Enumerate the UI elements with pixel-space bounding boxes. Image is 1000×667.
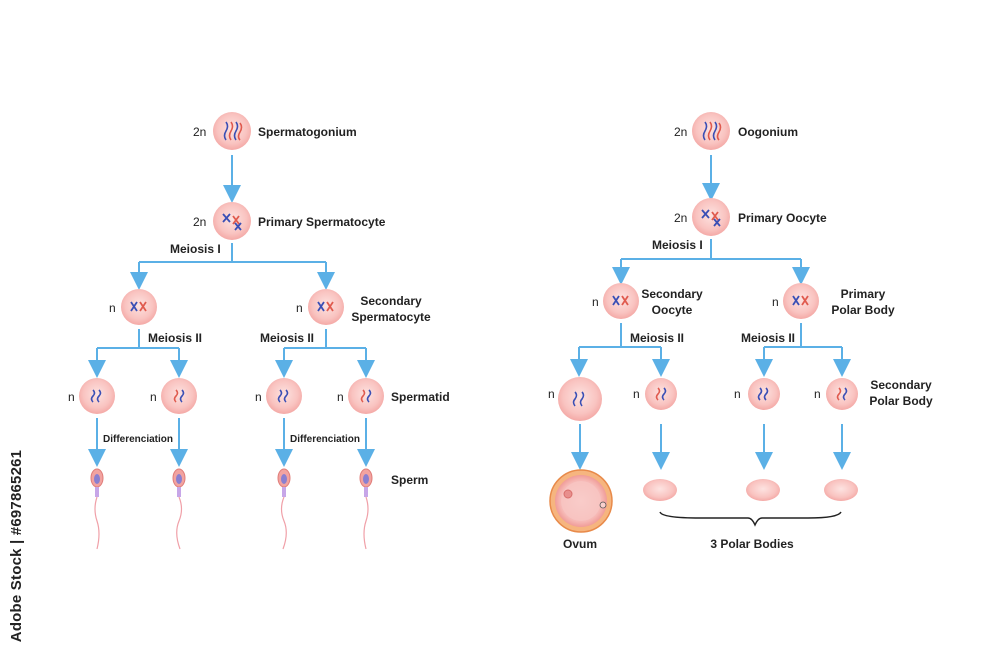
polar-body-cell xyxy=(645,378,677,410)
secondary-oocyte-label: Secondary xyxy=(641,287,703,301)
watermark: Adobe Stock | #697865261 xyxy=(6,430,26,660)
polar-body-cell xyxy=(748,378,780,410)
sperm-cell xyxy=(172,468,186,550)
spermatid-cell xyxy=(266,378,302,414)
meiosis-1-label: Meiosis I xyxy=(170,242,221,256)
primary-polar-body-label: Primary xyxy=(841,287,886,301)
spermatogonium-cell xyxy=(213,112,251,150)
ovum-label: Ovum xyxy=(563,537,597,551)
ploidy-label: n xyxy=(592,295,599,309)
polar-body xyxy=(824,479,858,501)
watermark-text: Adobe Stock | #697865261 xyxy=(8,449,25,643)
sperm-label: Sperm xyxy=(391,473,428,487)
ploidy-label: n xyxy=(68,390,75,404)
spermatid-cell xyxy=(161,378,197,414)
polar-bodies-brace xyxy=(659,511,842,527)
polar-body xyxy=(643,479,677,501)
oogonium-cell xyxy=(692,112,730,150)
ploidy-label: n xyxy=(814,387,821,401)
polar-body xyxy=(746,479,780,501)
secondary-polar-body-label: Secondary xyxy=(870,378,932,392)
sperm-cell xyxy=(359,468,373,550)
ploidy-label: 2n xyxy=(674,125,687,139)
secondary-oocyte-cell xyxy=(603,283,639,319)
meiosis-1-label: Meiosis I xyxy=(652,238,703,252)
ploidy-label: n xyxy=(772,295,779,309)
polar-bodies-label: 3 Polar Bodies xyxy=(710,537,794,551)
meiosis-2-label: Meiosis II xyxy=(630,331,684,345)
sperm-cell xyxy=(90,468,104,550)
ootid-cell xyxy=(558,377,602,421)
sperm-cell xyxy=(277,468,291,550)
secondary-oocyte-label: Oocyte xyxy=(652,303,693,317)
primary-oocyte-label: Primary Oocyte xyxy=(738,211,827,225)
spermatogonium-label: Spermatogonium xyxy=(258,125,357,139)
differentiation-label: Differenciation xyxy=(290,434,360,445)
spermatid-cell xyxy=(79,378,115,414)
ovum-cell xyxy=(549,469,613,533)
primary-spermatocyte-cell xyxy=(213,202,251,240)
meiosis-2-label: Meiosis II xyxy=(741,331,795,345)
primary-polar-body-cell xyxy=(783,283,819,319)
ploidy-label: 2n xyxy=(193,215,206,229)
oogenesis-branch: 2n Oogonium 2n Primary Oocyte Meiosis I … xyxy=(548,112,933,551)
ploidy-label: n xyxy=(734,387,741,401)
ploidy-label: n xyxy=(255,390,262,404)
ploidy-label: n xyxy=(337,390,344,404)
ploidy-label: n xyxy=(296,301,303,315)
oogonium-label: Oogonium xyxy=(738,125,798,139)
ploidy-label: 2n xyxy=(193,125,206,139)
polar-body-cell xyxy=(826,378,858,410)
primary-polar-body-label: Polar Body xyxy=(831,303,895,317)
spermatid-cell xyxy=(348,378,384,414)
meiosis-2-label: Meiosis II xyxy=(148,331,202,345)
differentiation-label: Differenciation xyxy=(103,434,173,445)
ploidy-label: n xyxy=(548,387,555,401)
secondary-polar-body-label: Polar Body xyxy=(869,394,933,408)
secondary-spermatocyte-cell xyxy=(121,289,157,325)
ploidy-label: n xyxy=(150,390,157,404)
ploidy-label: n xyxy=(109,301,116,315)
primary-spermatocyte-label: Primary Spermatocyte xyxy=(258,215,386,229)
ploidy-label: n xyxy=(633,387,640,401)
meiosis-2-label: Meiosis II xyxy=(260,331,314,345)
secondary-spermatocyte-label: Spermatocyte xyxy=(351,310,431,324)
secondary-spermatocyte-label: Secondary xyxy=(360,294,422,308)
spermatid-label: Spermatid xyxy=(391,390,450,404)
ploidy-label: 2n xyxy=(674,211,687,225)
primary-oocyte-cell xyxy=(692,198,730,236)
spermatogenesis-branch: 2n Spermatogonium 2n Primary Spermatocyt… xyxy=(68,112,450,550)
secondary-spermatocyte-cell xyxy=(308,289,344,325)
